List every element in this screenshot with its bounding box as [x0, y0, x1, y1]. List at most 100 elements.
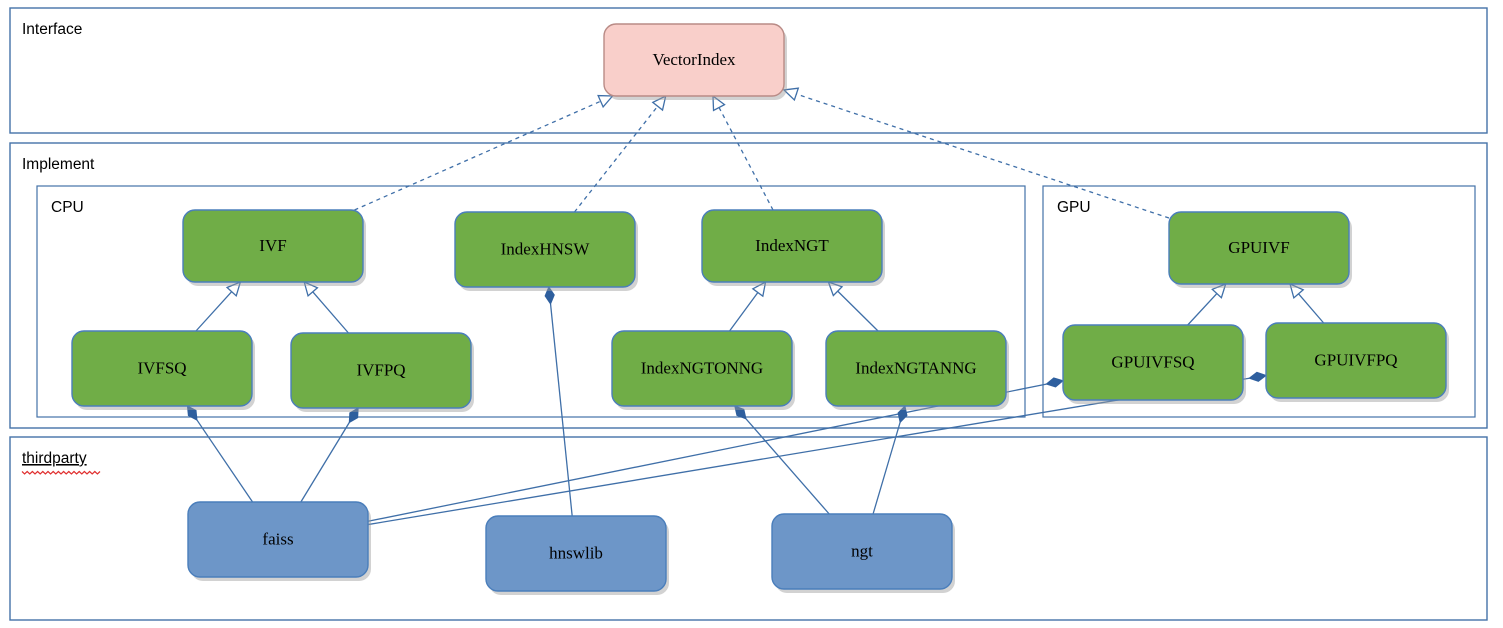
- node-label-indexngtonng: IndexNGTONNG: [641, 358, 763, 377]
- node-gpuivfsq[interactable]: GPUIVFSQ: [1062, 324, 1246, 404]
- node-label-gpuivfpq: GPUIVFPQ: [1314, 350, 1397, 369]
- node-label-ivfpq: IVFPQ: [356, 360, 405, 379]
- inner-container-label-gpu: GPU: [1057, 199, 1091, 216]
- edge-line: [300, 422, 350, 503]
- arrowhead-hollow-triangle: [751, 280, 767, 298]
- arrowhead-hollow-triangle: [597, 94, 614, 109]
- node-indexngtanng[interactable]: IndexNGTANNG: [825, 330, 1009, 410]
- arrowhead-hollow-triangle: [1211, 282, 1227, 299]
- node-ivfpq[interactable]: IVFPQ: [290, 332, 474, 412]
- arrowhead-filled-diamond: [897, 404, 908, 424]
- node-body-ivf[interactable]: [182, 209, 364, 283]
- edge-line: [367, 377, 1250, 526]
- arrowhead-filled-diamond: [734, 405, 747, 420]
- container-label-interface: Interface: [22, 21, 82, 38]
- node-faiss[interactable]: faiss: [187, 501, 371, 581]
- node-gpuivf[interactable]: GPUIVF: [1168, 211, 1352, 288]
- edge-gpuivf-to-vectorindex: [782, 87, 1170, 219]
- edge-gpuivfsq-to-gpuivf: [1187, 282, 1227, 326]
- edge-line: [1298, 293, 1325, 324]
- edge-line: [837, 290, 879, 332]
- node-ivfsq[interactable]: IVFSQ: [71, 330, 255, 410]
- node-label-gpuivfsq: GPUIVFSQ: [1111, 352, 1194, 371]
- edge-line: [367, 383, 1047, 522]
- node-body-ivfpq[interactable]: [290, 332, 472, 409]
- arrowhead-hollow-triangle: [782, 87, 800, 102]
- arrowhead-filled-diamond: [348, 407, 359, 424]
- edge-line: [195, 291, 233, 332]
- node-body-ivfsq[interactable]: [71, 330, 253, 407]
- edge-line: [196, 419, 254, 503]
- node-label-indexhnsw: IndexHNSW: [501, 239, 591, 258]
- arrowhead-filled-diamond: [1248, 371, 1268, 382]
- node-label-gpuivf: GPUIVF: [1228, 238, 1289, 257]
- edge-indexngtanng-to-indexngt: [827, 280, 879, 332]
- edge-ngt-to-indexngtonng: [734, 405, 830, 515]
- node-body-gpuivfsq[interactable]: [1062, 324, 1244, 401]
- edge-line: [312, 291, 349, 334]
- edge-gpuivfpq-to-gpuivf: [1289, 282, 1325, 324]
- arrowhead-hollow-triangle: [225, 280, 242, 297]
- node-label-ivfsq: IVFSQ: [137, 358, 186, 377]
- node-body-indexhnsw[interactable]: [454, 211, 636, 288]
- node-indexhnsw[interactable]: IndexHNSW: [454, 211, 638, 291]
- inner-container-label-cpu: CPU: [51, 199, 84, 216]
- arrowhead-hollow-triangle: [827, 280, 844, 297]
- edge-ivf-to-vectorindex: [354, 94, 614, 211]
- node-body-indexngtanng[interactable]: [825, 330, 1007, 407]
- node-body-ngt[interactable]: [771, 513, 953, 590]
- node-label-hnswlib: hnswlib: [549, 543, 603, 562]
- arrowhead-hollow-triangle: [651, 94, 667, 112]
- edge-line: [796, 93, 1170, 219]
- node-hnswlib[interactable]: hnswlib: [485, 515, 669, 595]
- edge-hnswlib-to-indexhnsw: [544, 285, 573, 517]
- arrowhead-filled-diamond: [544, 285, 555, 305]
- edge-faiss-to-gpuivfsq: [367, 377, 1065, 522]
- edge-faiss-to-ivfsq: [186, 405, 254, 503]
- edge-indexhnsw-to-vectorindex: [573, 94, 667, 213]
- node-vectorindex[interactable]: VectorIndex: [603, 23, 787, 100]
- node-label-indexngt: IndexNGT: [755, 236, 829, 255]
- edge-indexngt-to-vectorindex: [712, 94, 774, 211]
- edge-line: [872, 422, 901, 515]
- node-label-ngt: ngt: [851, 541, 873, 560]
- node-body-indexngt[interactable]: [701, 209, 883, 283]
- arrowhead-hollow-triangle: [1289, 282, 1305, 300]
- arrowhead-hollow-triangle: [712, 94, 726, 112]
- node-body-gpuivf[interactable]: [1168, 211, 1350, 285]
- node-label-ivf: IVF: [259, 236, 286, 255]
- node-body-gpuivfpq[interactable]: [1265, 322, 1447, 399]
- edge-ivfsq-to-ivf: [195, 280, 242, 332]
- node-label-faiss: faiss: [262, 529, 293, 548]
- edge-line: [1187, 293, 1218, 326]
- node-label-indexngtanng: IndexNGTANNG: [855, 358, 976, 377]
- node-gpuivfpq[interactable]: GPUIVFPQ: [1265, 322, 1449, 402]
- edge-line: [718, 107, 774, 211]
- container-label-implement: Implement: [22, 156, 95, 173]
- edge-faiss-to-ivfpq: [300, 407, 359, 503]
- node-indexngt[interactable]: IndexNGT: [701, 209, 885, 286]
- node-body-hnswlib[interactable]: [485, 515, 667, 592]
- node-ivf[interactable]: IVF: [182, 209, 366, 286]
- edges-layer: [186, 87, 1325, 526]
- edge-line: [745, 418, 830, 515]
- node-body-vectorindex[interactable]: [603, 23, 785, 97]
- edge-line: [549, 303, 573, 517]
- edge-ivfpq-to-ivf: [303, 280, 349, 334]
- node-body-faiss[interactable]: [187, 501, 369, 578]
- node-body-indexngtonng[interactable]: [611, 330, 793, 407]
- container-label-thirdparty: thirdparty: [22, 450, 87, 467]
- edge-line: [573, 105, 659, 213]
- node-indexngtonng[interactable]: IndexNGTONNG: [611, 330, 795, 410]
- arrowhead-filled-diamond: [1045, 377, 1065, 388]
- edge-indexngtonng-to-indexngt: [729, 280, 767, 332]
- arrowhead-hollow-triangle: [303, 280, 319, 298]
- spellcheck-squiggle: [21, 470, 101, 475]
- node-label-vectorindex: VectorIndex: [652, 50, 736, 69]
- arrowhead-filled-diamond: [186, 405, 198, 421]
- edge-ngt-to-indexngtanng: [872, 404, 908, 515]
- node-ngt[interactable]: ngt: [771, 513, 955, 593]
- edge-line: [729, 292, 759, 332]
